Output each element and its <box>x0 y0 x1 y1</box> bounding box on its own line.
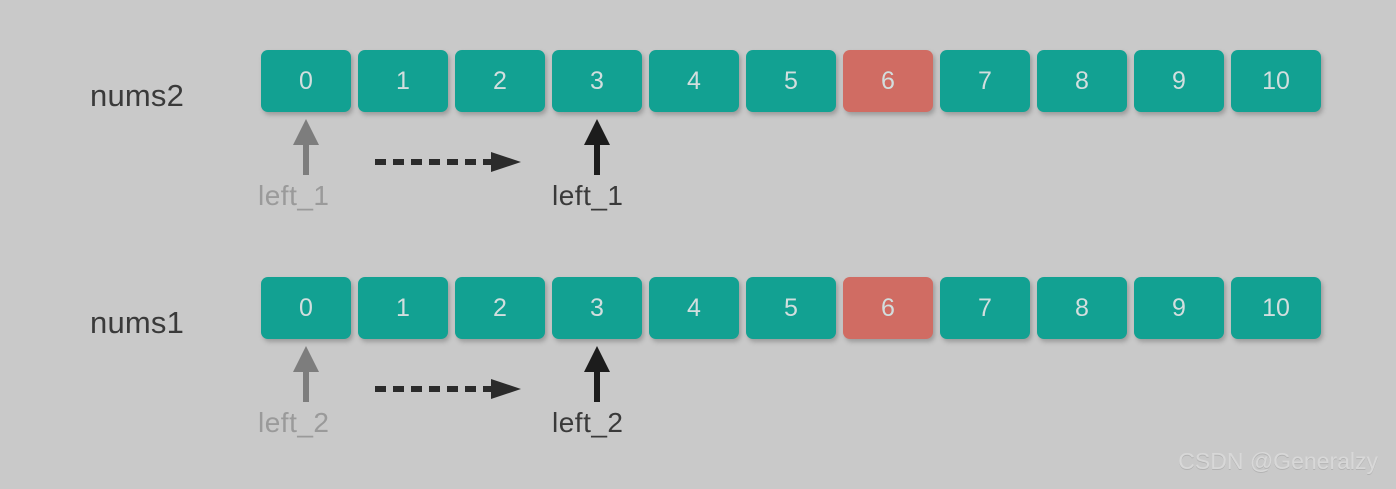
array-cell: 0 <box>261 50 351 112</box>
array-cell: 7 <box>940 277 1030 339</box>
arrow-head-right-icon <box>491 379 521 399</box>
array-cell: 2 <box>455 277 545 339</box>
move-right-dashed-arrow-icon <box>375 379 525 399</box>
arrow-head-up-icon <box>584 346 610 372</box>
array-cell-highlighted: 6 <box>843 277 933 339</box>
array-cells-nums1: 0 1 2 3 4 5 6 7 8 9 10 <box>261 277 1321 339</box>
array-cell: 4 <box>649 50 739 112</box>
move-right-dashed-arrow-icon <box>375 152 525 172</box>
arrow-stem <box>594 370 600 402</box>
pointer-arrow-active-left-1 <box>584 119 610 175</box>
pointer-label-active-left-2: left_2 <box>552 407 624 438</box>
arrow-head-up-icon <box>584 119 610 145</box>
arrow-head-right-icon <box>491 152 521 172</box>
pointer-arrow-active-left-2 <box>584 346 610 402</box>
arrow-stem <box>303 143 309 175</box>
row-label-nums2: nums2 <box>90 78 185 113</box>
arrow-head-up-icon <box>293 119 319 145</box>
array-cell: 9 <box>1134 277 1224 339</box>
pointer-arrow-inactive-left-2 <box>293 346 319 402</box>
array-cell: 2 <box>455 50 545 112</box>
row-label-nums1: nums1 <box>90 305 185 340</box>
array-cell: 8 <box>1037 50 1127 112</box>
arrow-stem <box>594 143 600 175</box>
array-cell: 7 <box>940 50 1030 112</box>
pointer-arrow-inactive-left-1 <box>293 119 319 175</box>
array-cell: 1 <box>358 277 448 339</box>
pointer-label-active-left-1: left_1 <box>552 180 624 211</box>
array-cell: 4 <box>649 277 739 339</box>
dashed-line <box>375 386 493 392</box>
array-cell: 8 <box>1037 277 1127 339</box>
arrow-stem <box>303 370 309 402</box>
pointer-label-inactive-left-2: left_2 <box>258 407 330 438</box>
pointer-label-inactive-left-1: left_1 <box>258 180 330 211</box>
array-cell: 3 <box>552 50 642 112</box>
array-cell: 5 <box>746 50 836 112</box>
array-cell: 0 <box>261 277 351 339</box>
watermark: CSDN @Generalzy <box>1178 448 1378 474</box>
dashed-line <box>375 159 493 165</box>
array-cell: 9 <box>1134 50 1224 112</box>
array-cell: 3 <box>552 277 642 339</box>
array-cell: 5 <box>746 277 836 339</box>
array-cell: 1 <box>358 50 448 112</box>
array-cells-nums2: 0 1 2 3 4 5 6 7 8 9 10 <box>261 50 1321 112</box>
array-cell: 10 <box>1231 50 1321 112</box>
array-cell: 10 <box>1231 277 1321 339</box>
arrow-head-up-icon <box>293 346 319 372</box>
array-cell-highlighted: 6 <box>843 50 933 112</box>
